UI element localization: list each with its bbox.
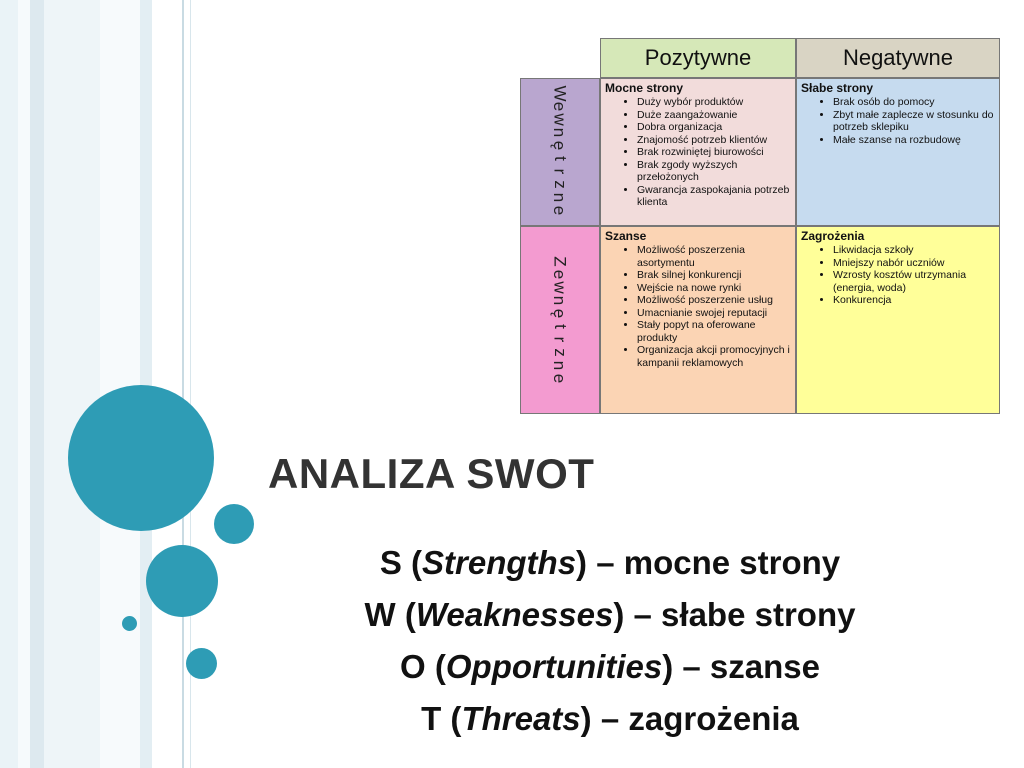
definition-term: Opportunities	[445, 648, 663, 685]
opportunities-list: Możliwość poszerzenia asortymentuBrak si…	[605, 244, 791, 369]
list-item: Znajomość potrzeb klientów	[637, 134, 791, 147]
list-item: Konkurencja	[833, 294, 995, 307]
threats-list: Likwidacja szkołyMniejszy nabór uczniówW…	[801, 244, 995, 307]
list-item: Mniejszy nabór uczniów	[833, 257, 995, 270]
column-header-positive: Pozytywne	[600, 38, 796, 78]
vertical-letter: w	[550, 281, 570, 294]
list-item: Możliwość poszerzenie usług	[637, 294, 791, 307]
list-item: Wejście na nowe rynki	[637, 282, 791, 295]
vertical-letter: W	[550, 85, 570, 102]
list-item: Brak silnej konkurencji	[637, 269, 791, 282]
decor-stripe	[44, 0, 100, 768]
definition-meaning: ) – słabe strony	[613, 596, 856, 633]
vertical-letter: n	[550, 192, 570, 203]
decor-circle-tiny	[122, 616, 137, 631]
vertical-letter: e	[550, 205, 570, 216]
vertical-letter: n	[550, 295, 570, 306]
cell-title: Zagrożenia	[801, 229, 865, 243]
weaknesses-cell: Słabe strony Brak osób do pomocyZbyt mał…	[796, 78, 1000, 226]
column-header-negative: Negatywne	[796, 38, 1000, 78]
opportunities-cell: Szanse Możliwość poszerzenia asortymentu…	[600, 226, 796, 414]
list-item: Zbyt małe zaplecze w stosunku do potrzeb…	[833, 109, 995, 134]
decor-stripe	[18, 0, 30, 768]
list-item: Brak zgody wyższych przełożonych	[637, 159, 791, 184]
list-item: Likwidacja szkoły	[833, 244, 995, 257]
definition-meaning: ) – zagrożenia	[580, 700, 799, 737]
definition-line: T (Threats) – zagrożenia	[280, 696, 940, 748]
list-item: Umacnianie swojej reputacji	[637, 307, 791, 320]
definition-term: Threats	[461, 700, 581, 737]
list-item: Brak osób do pomocy	[833, 96, 995, 109]
vertical-letter: w	[550, 113, 570, 126]
definition-meaning: ) – szanse	[662, 648, 820, 685]
list-item: Wzrosty kosztów utrzymania (energia, wod…	[833, 269, 995, 294]
decor-line	[182, 0, 184, 768]
decor-circle-medium	[146, 545, 218, 617]
definition-meaning: ) – mocne strony	[576, 544, 841, 581]
list-item: Gwarancja zaspokajania potrzeb klienta	[637, 184, 791, 209]
cell-title: Mocne strony	[605, 81, 684, 95]
vertical-letter: n	[550, 127, 570, 138]
swot-definitions: S (Strengths) – mocne strony W (Weakness…	[280, 540, 940, 748]
definition-letter: O (	[400, 648, 446, 685]
threats-cell: Zagrożenia Likwidacja szkołyMniejszy nab…	[796, 226, 1000, 414]
vertical-letter: ę	[550, 140, 570, 151]
definition-letter: S (	[379, 544, 423, 581]
decor-stripe	[140, 0, 152, 768]
definition-line: W (Weaknesses) – słabe strony	[280, 592, 940, 644]
vertical-letter: Z	[550, 256, 570, 267]
vertical-letter: n	[550, 360, 570, 371]
vertical-letter: r	[550, 336, 570, 343]
list-item: Brak rozwiniętej biurowości	[637, 146, 791, 159]
vertical-letter: e	[550, 101, 570, 112]
cell-title: Szanse	[605, 229, 647, 243]
decor-line	[190, 0, 191, 768]
strengths-cell: Mocne strony Duży wybór produktówDuże za…	[600, 78, 796, 226]
decor-circle-small	[214, 504, 254, 544]
list-item: Stały popyt na oferowane produkty	[637, 319, 791, 344]
weaknesses-list: Brak osób do pomocyZbyt małe zaplecze w …	[801, 96, 995, 146]
definition-line: O (Opportunities) – szanse	[280, 644, 940, 696]
decor-stripe	[100, 0, 140, 768]
decor-circle-small	[186, 648, 217, 679]
slide-title: ANALIZA SWOT	[268, 450, 595, 497]
list-item: Duży wybór produktów	[637, 96, 791, 109]
decor-circle-large	[68, 385, 214, 531]
list-item: Możliwość poszerzenia asortymentu	[637, 244, 791, 269]
vertical-letter: z	[550, 180, 570, 189]
vertical-letter: e	[550, 269, 570, 280]
vertical-letter: z	[550, 348, 570, 357]
list-item: Duże zaangażowanie	[637, 109, 791, 122]
definition-letter: T (	[421, 700, 462, 737]
vertical-letter: t	[550, 156, 570, 161]
cell-title: Słabe strony	[801, 81, 874, 95]
list-item: Dobra organizacja	[637, 121, 791, 134]
strengths-list: Duży wybór produktówDuże zaangażowanieDo…	[605, 96, 791, 209]
vertical-letter: ę	[550, 308, 570, 319]
definition-letter: W (	[364, 596, 416, 633]
definition-term: Weaknesses	[415, 596, 614, 633]
vertical-letter: e	[550, 373, 570, 384]
decor-stripe	[0, 0, 18, 768]
decor-stripe	[30, 0, 44, 768]
list-item: Małe szanse na rozbudowę	[833, 134, 995, 147]
list-item: Organizacja akcji promocyjnych i kampani…	[637, 344, 791, 369]
definition-line: S (Strengths) – mocne strony	[280, 540, 940, 592]
definition-term: Strengths	[422, 544, 577, 581]
vertical-letter: t	[550, 324, 570, 329]
vertical-letter: r	[550, 168, 570, 175]
